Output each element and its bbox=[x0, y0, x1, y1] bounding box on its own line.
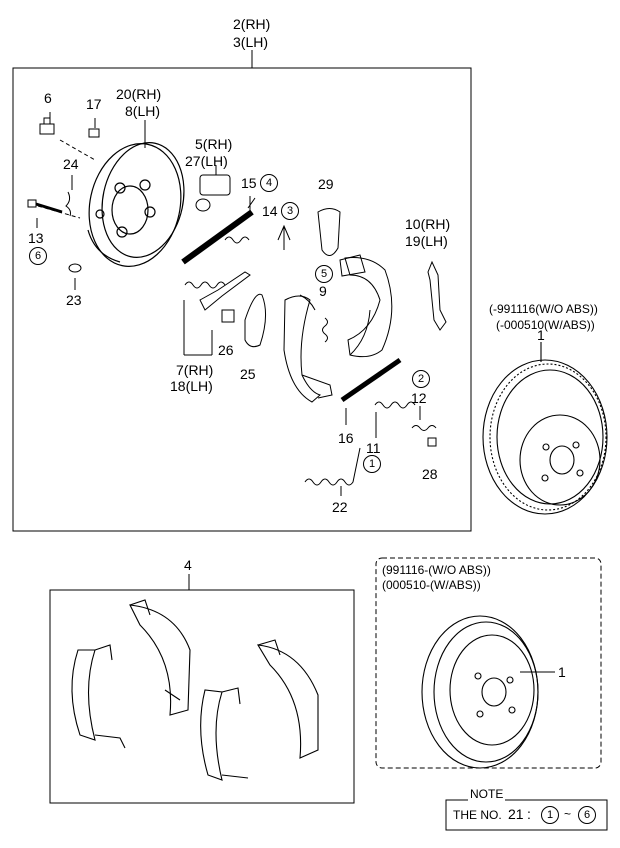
part-9-spring bbox=[322, 317, 328, 343]
label-part-26: 26 bbox=[218, 342, 234, 358]
note-tilde: ~ bbox=[564, 807, 572, 821]
part-14-clip bbox=[277, 224, 291, 250]
label-part-22: 22 bbox=[332, 499, 348, 515]
label-part-13: 13 bbox=[28, 230, 44, 246]
note-circled-to: 6 bbox=[578, 806, 596, 824]
label-part-1-abs: 1 bbox=[537, 327, 545, 343]
part-26-nut bbox=[221, 309, 235, 323]
part-23-washer bbox=[68, 263, 82, 273]
part-12-spring bbox=[411, 425, 437, 431]
part-10-parking-lever bbox=[427, 260, 447, 331]
label-part-29: 29 bbox=[318, 176, 334, 192]
label-part-24: 24 bbox=[63, 156, 79, 172]
label-part-16: 16 bbox=[338, 430, 354, 446]
part-7-lever bbox=[199, 271, 251, 311]
label-part-28: 28 bbox=[422, 466, 438, 482]
circled-number-1: 1 bbox=[363, 455, 381, 473]
label-part-25: 25 bbox=[240, 366, 256, 382]
label-part-6: 6 bbox=[44, 90, 52, 106]
brake-drum-plain bbox=[421, 615, 555, 769]
circled-number-6-bolt: 6 bbox=[29, 247, 47, 265]
label-part-20: 20(RH) bbox=[116, 86, 162, 102]
shoe-kit-shoes bbox=[71, 599, 319, 781]
backing-plate bbox=[87, 142, 185, 267]
label-part-23: 23 bbox=[66, 292, 82, 308]
part-6-bleeder bbox=[39, 117, 55, 135]
circled-number-3: 3 bbox=[281, 202, 299, 220]
part-29-plate bbox=[317, 208, 341, 256]
note-circled-from: 1 bbox=[541, 806, 559, 824]
note-colon: : bbox=[527, 806, 531, 822]
part-11-spring bbox=[374, 401, 416, 409]
part-25-plate bbox=[244, 293, 266, 348]
part-22-spring bbox=[304, 447, 361, 486]
variant-drum-frame bbox=[375, 557, 602, 769]
left-brake-shoe bbox=[283, 294, 333, 403]
main-assembly-frame bbox=[12, 67, 472, 532]
right-brake-shoe bbox=[339, 254, 393, 358]
variant-note-bottom-line2: (000510-(W/ABS)) bbox=[382, 578, 481, 592]
label-part-27: 27(LH) bbox=[185, 153, 228, 169]
variant-note-bottom-line1: (991116-(W/O ABS)) bbox=[382, 563, 491, 577]
circled-number-2: 2 bbox=[412, 370, 430, 388]
label-part-9: 9 bbox=[319, 283, 327, 299]
note-box-frame bbox=[445, 799, 608, 831]
label-part-2: 2(RH) bbox=[233, 16, 271, 32]
part-13-bolt bbox=[27, 199, 63, 214]
label-part-12: 12 bbox=[411, 390, 427, 406]
variant-note-top-line1: (-991116(W/O ABS)) bbox=[489, 302, 598, 316]
label-part-3: 3(LH) bbox=[233, 34, 269, 50]
part-24-clip bbox=[65, 191, 71, 217]
note-part-number: 21 bbox=[508, 806, 524, 822]
part-17-cap bbox=[88, 128, 100, 138]
label-part-8: 8(LH) bbox=[125, 103, 161, 119]
note-text-prefix: THE NO. bbox=[453, 808, 502, 822]
label-part-18: 18(LH) bbox=[170, 378, 213, 394]
label-part-19: 19(LH) bbox=[405, 233, 448, 249]
brake-drum-abs bbox=[482, 342, 608, 515]
part-16-strut bbox=[340, 357, 402, 403]
adjuster-spring bbox=[184, 281, 226, 289]
label-part-17: 17 bbox=[86, 96, 102, 112]
label-part-11: 11 bbox=[366, 440, 381, 456]
variant-note-top-line2: (-000510(W/ABS)) bbox=[496, 318, 595, 332]
shoe-kit-frame bbox=[49, 589, 355, 804]
circled-number-4: 4 bbox=[260, 174, 278, 192]
label-part-1-plain: 1 bbox=[558, 664, 566, 680]
part-28-nut bbox=[427, 437, 437, 447]
label-part-4: 4 bbox=[184, 557, 192, 573]
circled-number-5: 5 bbox=[315, 265, 333, 283]
part-5-wheel-cylinder bbox=[195, 165, 231, 212]
label-part-15: 15 bbox=[241, 175, 257, 191]
label-part-14: 14 bbox=[262, 203, 278, 219]
label-part-5: 5(RH) bbox=[195, 136, 233, 152]
label-part-10: 10(RH) bbox=[405, 216, 451, 232]
label-part-7: 7(RH) bbox=[176, 362, 214, 378]
part-15-adjuster bbox=[181, 196, 256, 265]
note-title: NOTE bbox=[468, 787, 506, 801]
